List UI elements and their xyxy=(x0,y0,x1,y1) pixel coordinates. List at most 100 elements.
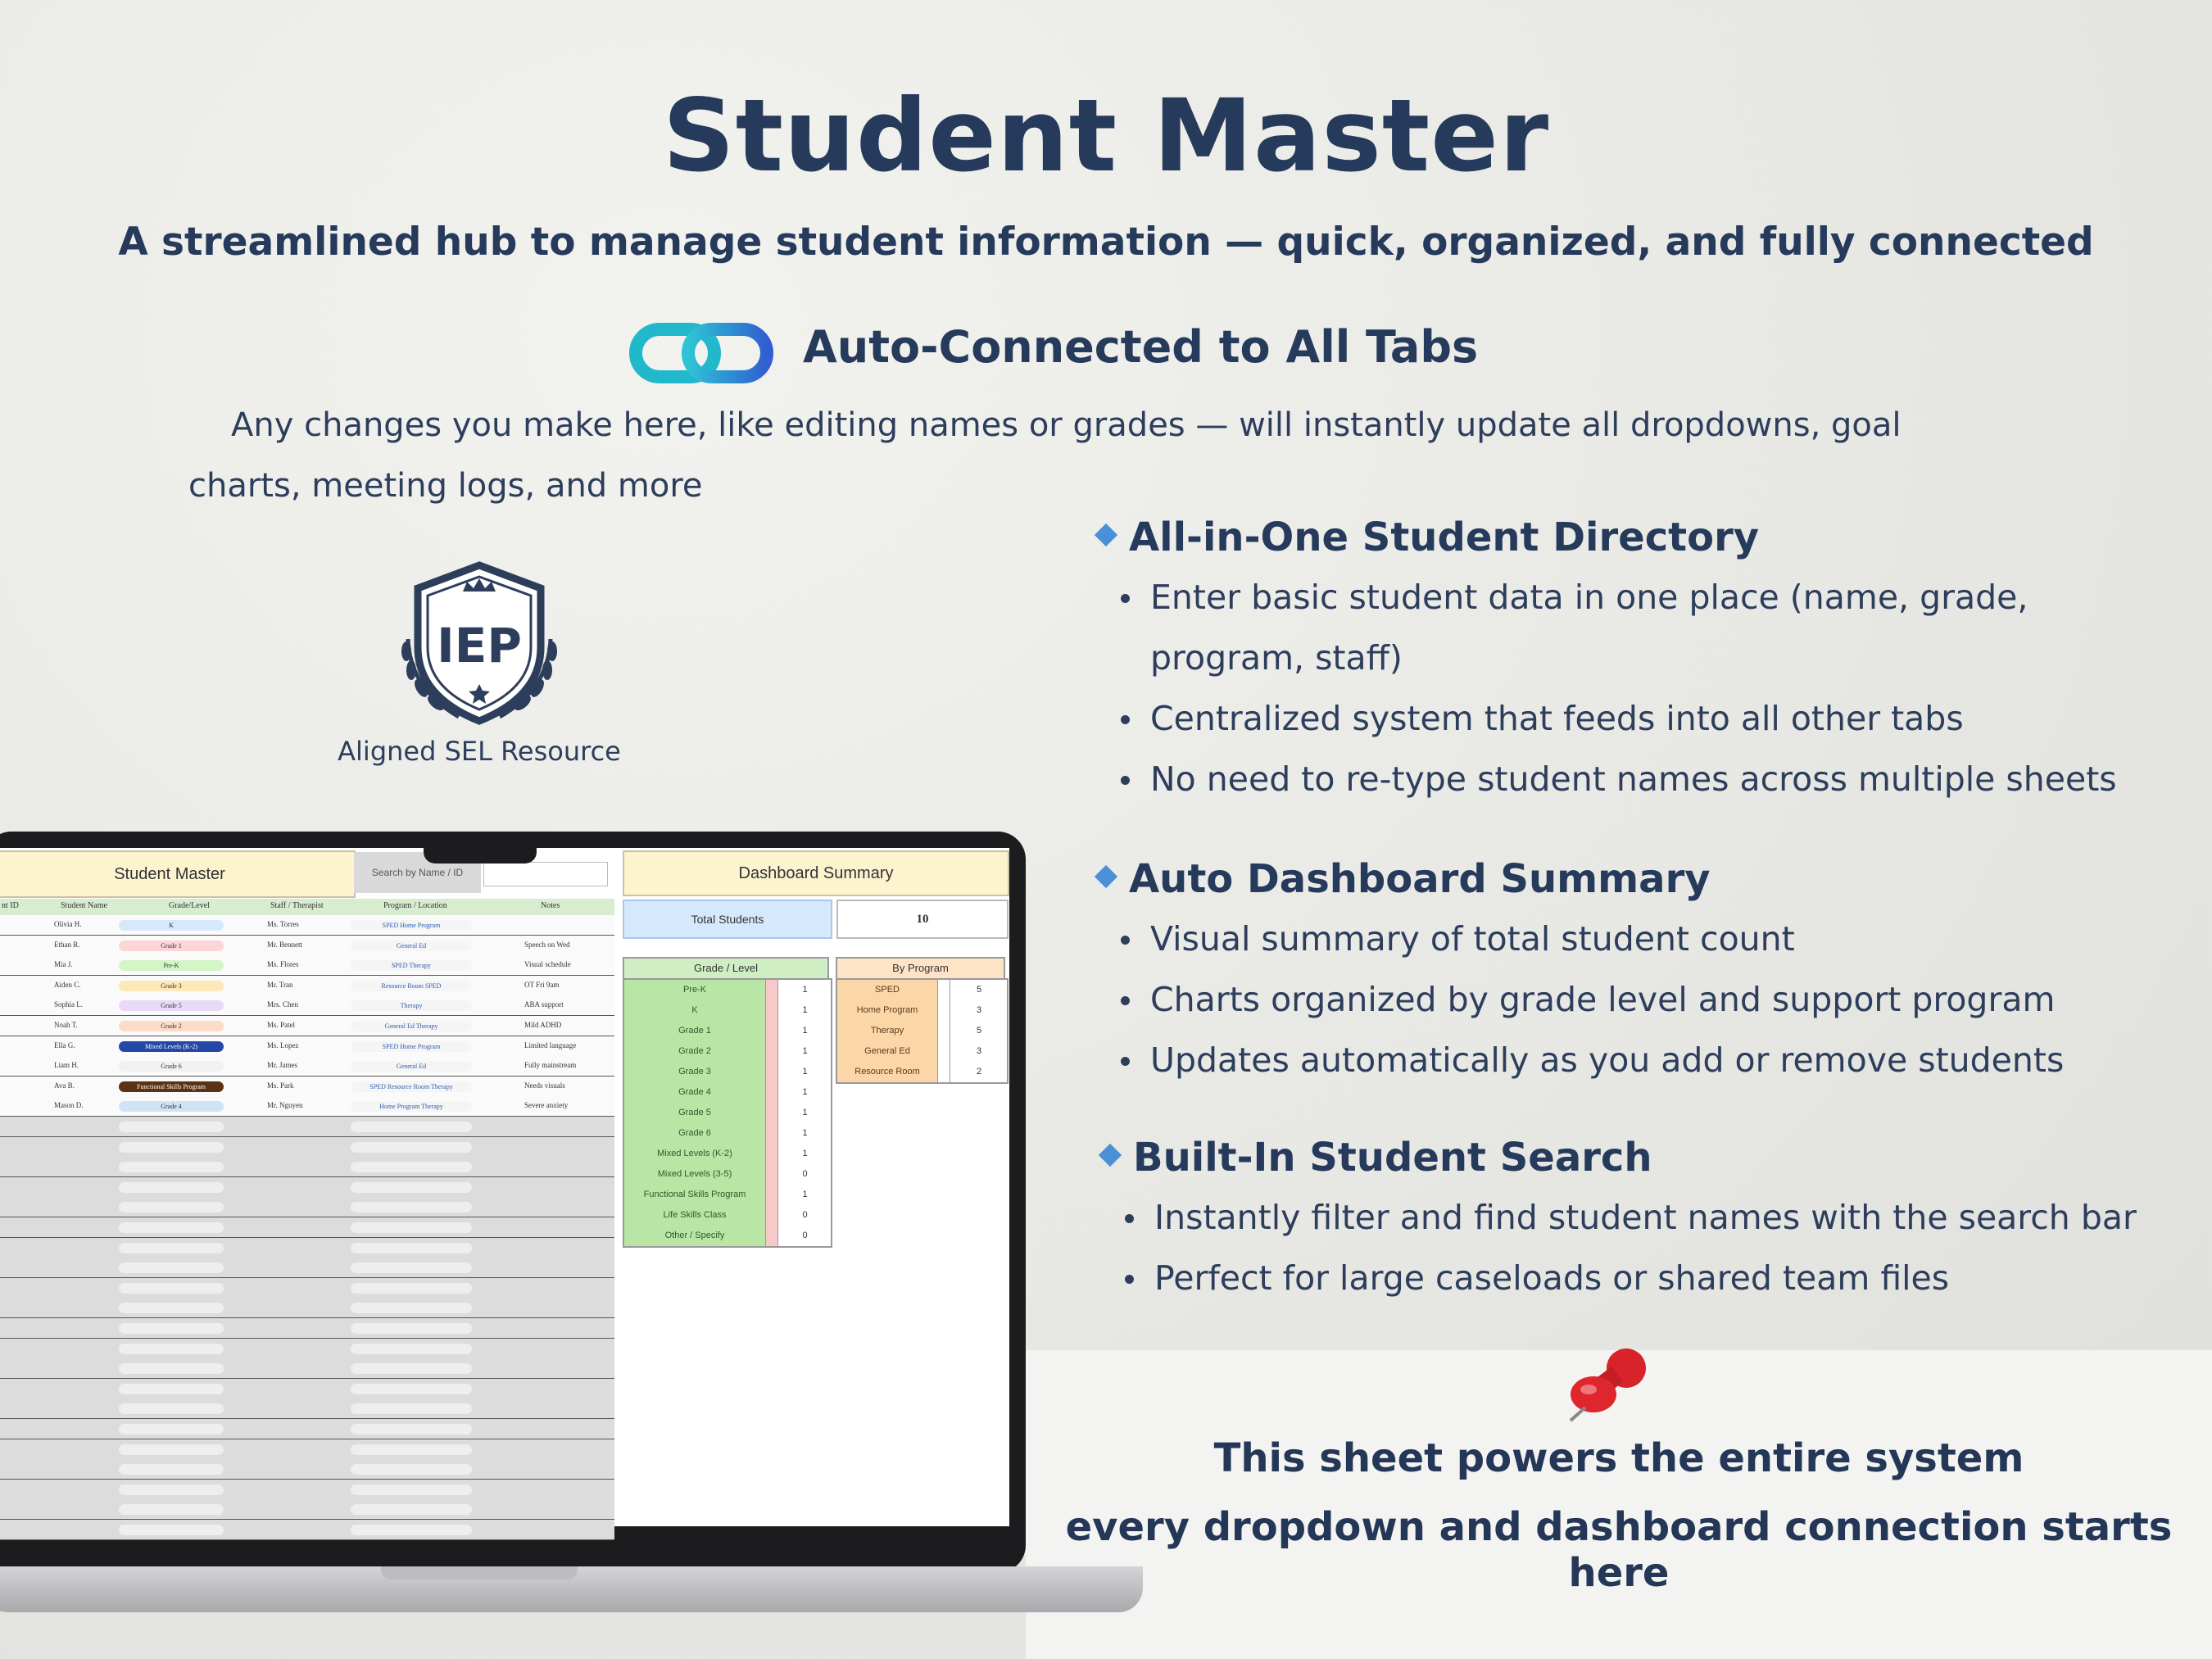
empty-grade-pill[interactable] xyxy=(119,1343,224,1354)
empty-grade-pill[interactable] xyxy=(119,1525,224,1535)
empty-program-pill[interactable] xyxy=(351,1262,472,1274)
table-row[interactable] xyxy=(0,1117,614,1137)
empty-grade-pill[interactable] xyxy=(119,1484,224,1495)
table-row[interactable] xyxy=(0,1157,614,1178)
empty-grade-pill[interactable] xyxy=(119,1122,224,1132)
grade-pill[interactable]: Grade 1 xyxy=(119,940,224,951)
empty-program-pill[interactable] xyxy=(351,1242,472,1253)
table-row[interactable] xyxy=(0,1439,614,1460)
program-row-count: 3 xyxy=(950,1000,1008,1021)
empty-grade-pill[interactable] xyxy=(119,1424,224,1435)
empty-program-pill[interactable] xyxy=(351,1525,472,1535)
empty-grade-pill[interactable] xyxy=(119,1222,224,1233)
table-row[interactable] xyxy=(0,1258,614,1279)
table-row[interactable] xyxy=(0,1338,614,1359)
empty-grade-pill[interactable] xyxy=(119,1242,224,1253)
page-title: Student Master xyxy=(662,78,1550,194)
program-row-label: SPED xyxy=(837,980,937,1000)
empty-program-pill[interactable] xyxy=(351,1444,472,1455)
grade-pill[interactable]: Pre-K xyxy=(119,960,224,972)
empty-grade-pill[interactable] xyxy=(119,1141,224,1153)
empty-program-pill[interactable] xyxy=(351,1162,472,1173)
program-pill[interactable]: General Ed xyxy=(351,940,472,951)
empty-program-pill[interactable] xyxy=(351,1122,472,1132)
table-row[interactable] xyxy=(0,1318,614,1339)
grade-pill[interactable]: Grade 6 xyxy=(119,1061,224,1072)
grade-pill[interactable]: Mixed Levels (K-2) xyxy=(119,1040,224,1052)
table-row[interactable] xyxy=(0,1378,614,1399)
grade-pill[interactable]: Grade 5 xyxy=(119,1000,224,1012)
table-row[interactable] xyxy=(0,1197,614,1218)
grade-pill[interactable]: Grade 4 xyxy=(119,1101,224,1113)
program-pill[interactable]: Resource Room SPED xyxy=(351,980,472,991)
empty-grade-pill[interactable] xyxy=(119,1202,224,1213)
empty-program-pill[interactable] xyxy=(351,1202,472,1213)
empty-program-pill[interactable] xyxy=(351,1424,472,1435)
program-pill[interactable]: SPED Therapy xyxy=(351,960,472,972)
table-row[interactable] xyxy=(0,1217,614,1238)
table-row[interactable]: 07Ella G.Mixed Levels (K-2)Ms. LopezSPED… xyxy=(0,1036,614,1057)
table-row[interactable] xyxy=(0,1479,614,1500)
empty-program-pill[interactable] xyxy=(351,1343,472,1354)
empty-grade-pill[interactable] xyxy=(119,1323,224,1334)
table-row[interactable] xyxy=(0,1459,614,1480)
grade-row-label: Functional Skills Program xyxy=(624,1185,765,1205)
empty-grade-pill[interactable] xyxy=(119,1162,224,1173)
table-row[interactable] xyxy=(0,1237,614,1258)
empty-grade-pill[interactable] xyxy=(119,1444,224,1455)
empty-program-pill[interactable] xyxy=(351,1141,472,1153)
program-pill[interactable]: Therapy xyxy=(351,1000,472,1012)
table-row[interactable] xyxy=(0,1176,614,1198)
empty-grade-pill[interactable] xyxy=(119,1383,224,1394)
grade-pill[interactable]: Functional Skills Program xyxy=(119,1081,224,1092)
program-pill[interactable]: SPED Resource Room Therapy xyxy=(351,1081,472,1092)
empty-program-pill[interactable] xyxy=(351,1484,472,1495)
table-row[interactable] xyxy=(0,1136,614,1158)
table-row[interactable] xyxy=(0,1298,614,1319)
empty-program-pill[interactable] xyxy=(351,1504,472,1516)
empty-program-pill[interactable] xyxy=(351,1323,472,1334)
empty-program-pill[interactable] xyxy=(351,1363,472,1375)
feature-bullet: Perfect for large caseloads or shared te… xyxy=(1125,1248,2200,1308)
column-header: Grade/Level xyxy=(169,901,210,910)
program-pill[interactable]: General Ed Therapy xyxy=(351,1021,472,1031)
table-row[interactable] xyxy=(0,1398,614,1420)
empty-grade-pill[interactable] xyxy=(119,1303,224,1314)
grade-pill[interactable]: Grade 2 xyxy=(119,1021,224,1031)
grade-pill[interactable]: K xyxy=(119,920,224,931)
table-row[interactable] xyxy=(0,1520,614,1540)
empty-program-pill[interactable] xyxy=(351,1464,472,1475)
empty-program-pill[interactable] xyxy=(351,1181,472,1193)
empty-program-pill[interactable] xyxy=(351,1303,472,1314)
table-row[interactable] xyxy=(0,1499,614,1521)
program-pill[interactable]: Home Program Therapy xyxy=(351,1101,472,1113)
program-pill[interactable]: SPED Home Program xyxy=(351,920,472,931)
empty-program-pill[interactable] xyxy=(351,1222,472,1233)
table-row[interactable] xyxy=(0,1419,614,1439)
empty-grade-pill[interactable] xyxy=(119,1181,224,1193)
table-row[interactable] xyxy=(0,1358,614,1380)
empty-program-pill[interactable] xyxy=(351,1383,472,1394)
search-input[interactable] xyxy=(483,862,608,886)
empty-grade-pill[interactable] xyxy=(119,1363,224,1375)
empty-grade-pill[interactable] xyxy=(119,1262,224,1274)
empty-grade-pill[interactable] xyxy=(119,1403,224,1415)
empty-grade-pill[interactable] xyxy=(119,1282,224,1294)
empty-grade-pill[interactable] xyxy=(119,1504,224,1516)
empty-program-pill[interactable] xyxy=(351,1403,472,1415)
empty-program-pill[interactable] xyxy=(351,1282,472,1294)
grade-pill[interactable]: Grade 3 xyxy=(119,980,224,991)
table-row[interactable] xyxy=(0,1277,614,1299)
empty-grade-pill[interactable] xyxy=(119,1464,224,1475)
program-pill[interactable]: General Ed xyxy=(351,1061,472,1072)
program-pill[interactable]: SPED Home Program xyxy=(351,1040,472,1052)
